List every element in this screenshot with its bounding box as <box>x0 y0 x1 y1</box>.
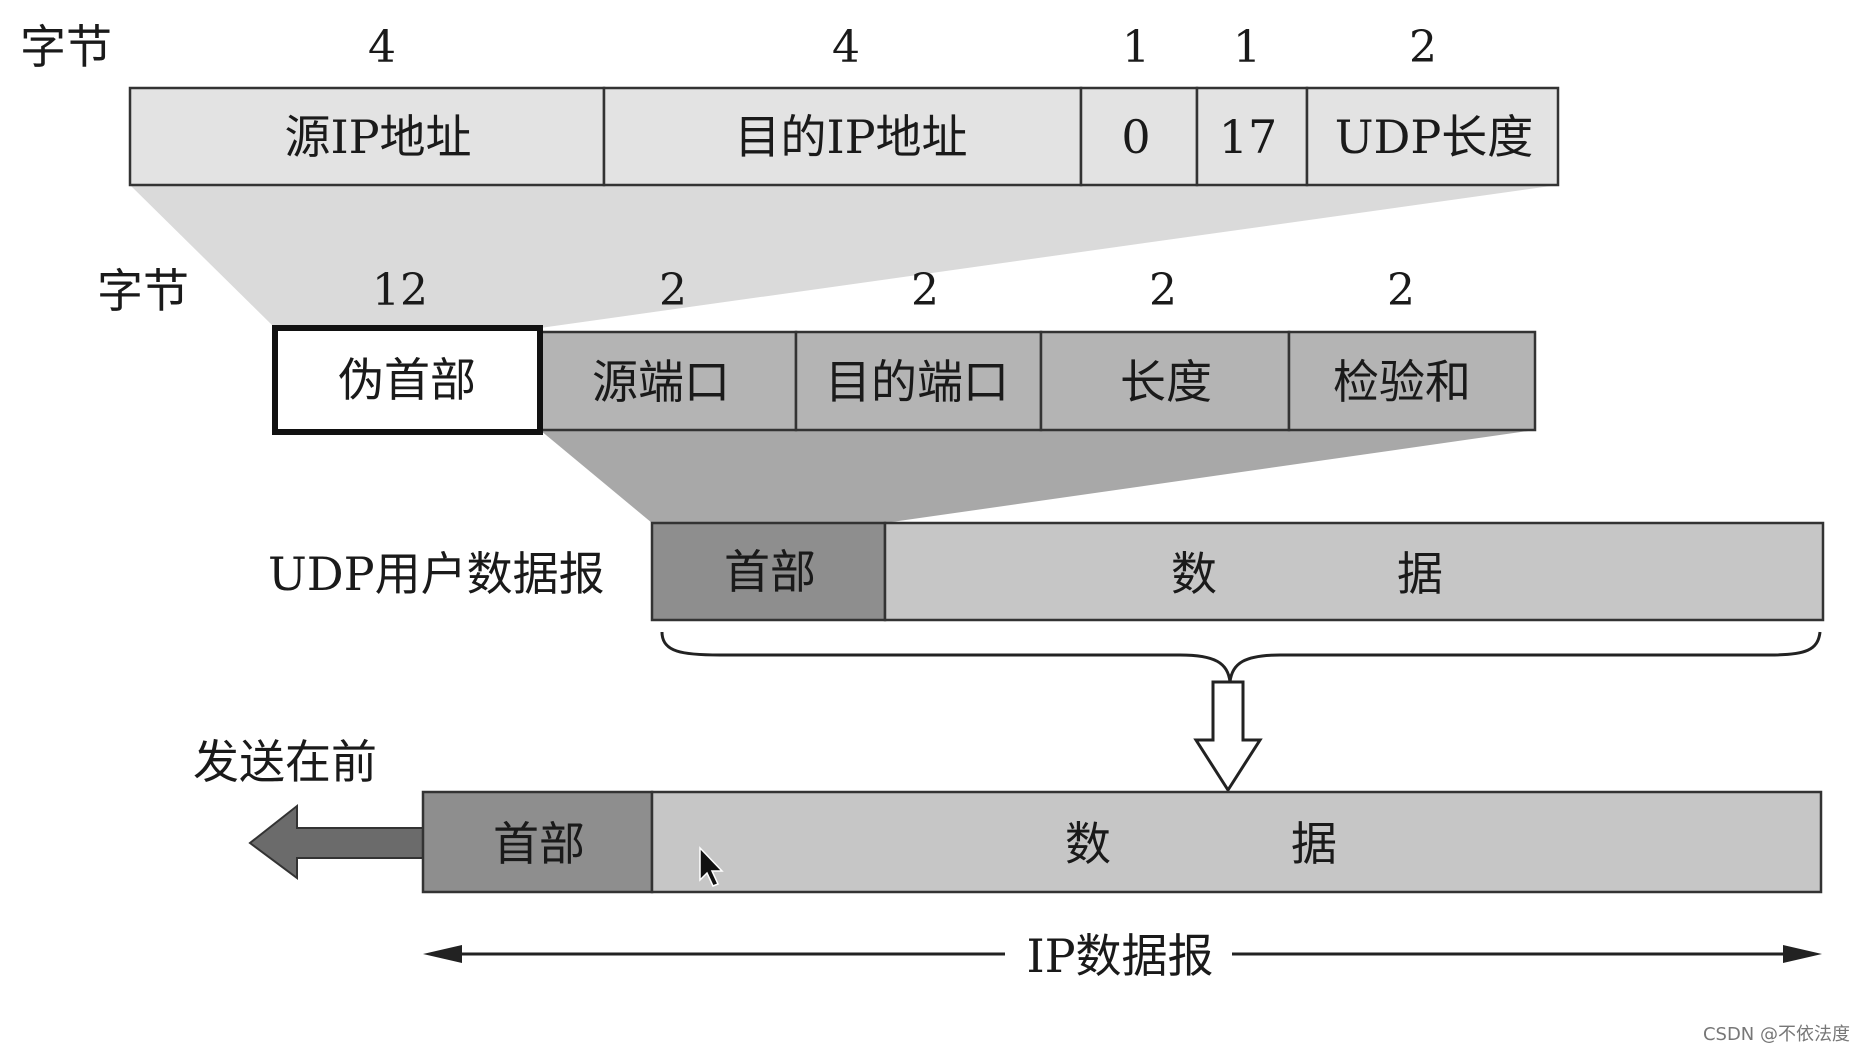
span-left-arrowhead <box>423 945 462 963</box>
field-pseudo-header <box>272 325 543 435</box>
row1-size-4: 1 <box>1233 22 1261 73</box>
udp-datagram-label: UDP用户数据报 <box>268 547 605 601</box>
udp-datagram-data-left: 数 <box>1171 547 1217 601</box>
field-udp-length-label: UDP长度 <box>1335 110 1534 164</box>
udp-datagram-data <box>883 521 1825 622</box>
send-first-label: 发送在前 <box>193 735 377 789</box>
field-src-ip-label: 源IP地址 <box>284 110 471 164</box>
field-dst-ip <box>602 86 1083 187</box>
field-checksum <box>1287 330 1537 432</box>
field-dst-ip-label: 目的IP地址 <box>734 110 967 164</box>
row1-size-1: 4 <box>368 22 396 73</box>
pseudo-header-projection <box>130 185 1558 328</box>
field-length-label: 长度 <box>1120 355 1212 409</box>
field-src-ip <box>128 86 606 187</box>
field-checksum-label: 检验和 <box>1333 355 1471 409</box>
field-length <box>1039 330 1291 432</box>
field-dst-port <box>794 330 1043 432</box>
curly-brace-icon <box>660 631 1822 683</box>
span-right-arrowhead <box>1783 945 1822 963</box>
pseudo-header-row <box>128 86 1560 187</box>
ip-datagram-row <box>421 790 1823 894</box>
row1-size-5: 2 <box>1409 22 1437 73</box>
udp-datagram-row <box>650 521 1825 622</box>
ip-datagram-header <box>421 790 654 894</box>
udp-header-projection <box>540 430 1535 523</box>
field-protocol-label: 17 <box>1219 110 1278 164</box>
row1-bytes-label: 字节 <box>20 20 112 74</box>
field-zero <box>1079 86 1199 187</box>
field-pseudo-header-label: 伪首部 <box>338 353 476 407</box>
row1-size-2: 4 <box>832 22 860 73</box>
ip-datagram-span <box>423 945 1822 963</box>
ip-datagram-data-left: 数 <box>1065 817 1111 871</box>
row1-size-3: 1 <box>1122 22 1150 73</box>
field-dst-port-label: 目的端口 <box>825 355 1009 409</box>
field-zero-label: 0 <box>1121 110 1150 164</box>
row2-size-4: 2 <box>1149 265 1177 316</box>
ip-datagram-data-right: 据 <box>1291 817 1337 871</box>
row2-size-2: 2 <box>659 265 687 316</box>
mouse-pointer-icon <box>699 846 724 887</box>
down-arrow-icon <box>1193 680 1263 793</box>
udp-datagram-header-label: 首部 <box>724 545 816 599</box>
row2-size-3: 2 <box>911 265 939 316</box>
udp-datagram-data-right: 据 <box>1397 547 1443 601</box>
ip-datagram-label: IP数据报 <box>1026 929 1213 983</box>
watermark: CSDN @不依法度 <box>1703 1024 1850 1045</box>
row2-size-5: 2 <box>1387 265 1415 316</box>
row2-size-1: 12 <box>372 265 428 316</box>
ip-datagram-data <box>650 790 1823 894</box>
ip-datagram-header-label: 首部 <box>493 817 585 871</box>
field-src-port-label: 源端口 <box>592 355 730 409</box>
left-arrow-icon <box>248 803 424 880</box>
udp-header-row <box>538 330 1537 432</box>
field-udp-length <box>1305 86 1560 187</box>
row2-bytes-label: 字节 <box>97 264 189 318</box>
